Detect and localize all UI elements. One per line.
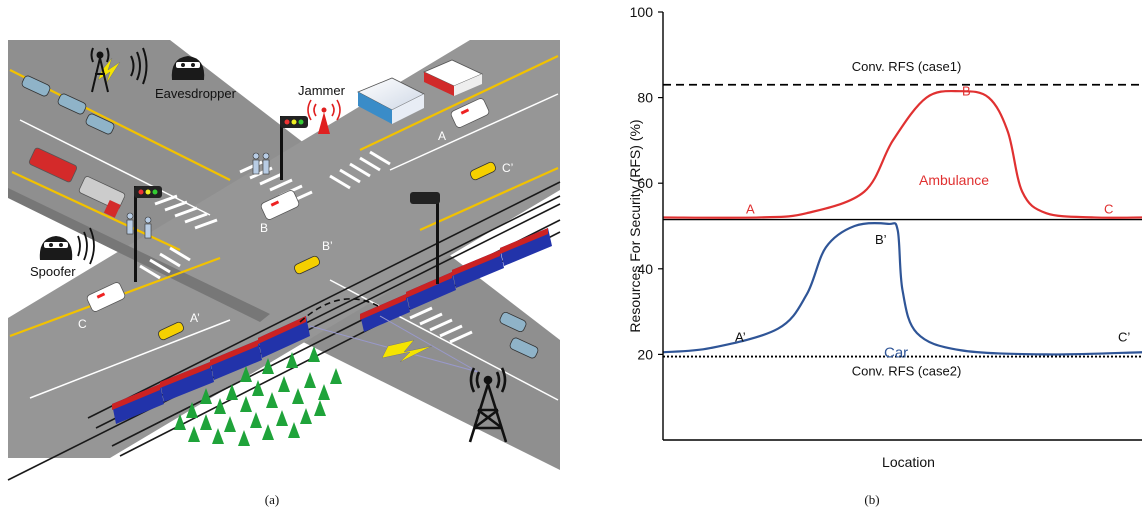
train-car <box>360 294 410 332</box>
building-icon <box>423 59 483 96</box>
wireless-links <box>97 57 479 373</box>
panel-b-chart: 20 40 60 80 100 Resources For Security (RFS)… <box>627 4 1143 507</box>
point-label-a-prime: A’ <box>190 311 200 325</box>
car-icon <box>57 93 87 115</box>
car-icon <box>21 75 51 97</box>
cell-tower-icon <box>90 47 148 93</box>
y-tick-label: 40 <box>637 261 653 277</box>
car-icon <box>470 161 496 181</box>
reference-label-case2: Conv. RFS (case2) <box>852 364 962 379</box>
fire-truck-icon <box>28 147 78 183</box>
y-tick-label: 60 <box>637 175 653 191</box>
point-label-c: C <box>78 317 87 331</box>
building-icon <box>357 77 425 124</box>
lane-line <box>11 171 181 251</box>
spoofer-icon <box>39 227 95 265</box>
train-car <box>160 362 214 402</box>
annotation-amb-b: B <box>962 84 971 99</box>
traffic-light-icon <box>134 186 162 282</box>
pedestrian-icon <box>126 152 270 239</box>
jammer-icon <box>307 99 341 134</box>
truck-icon <box>78 176 126 218</box>
train-car <box>406 272 456 310</box>
lane-line <box>419 166 559 232</box>
lane-white <box>19 119 211 216</box>
train-car <box>258 316 310 358</box>
car-icon <box>499 311 527 333</box>
point-label-a: A <box>438 129 446 143</box>
y-axis-label: Resources For Security (RFS) (%) <box>627 119 643 332</box>
car-icon <box>294 255 320 275</box>
train-car <box>210 340 262 380</box>
spoofer-label: Spoofer <box>30 264 76 279</box>
ambulance-icon <box>86 282 126 312</box>
x-axis-label: Location <box>882 454 935 470</box>
cell-tower-icon <box>468 367 508 443</box>
y-tick-label: 20 <box>637 346 653 362</box>
cars <box>21 75 539 359</box>
jammer-label: Jammer <box>298 83 346 98</box>
axes <box>658 11 1142 441</box>
series-label-car: Car <box>884 344 908 361</box>
y-tick-label: 100 <box>630 4 654 20</box>
eavesdropper-label: Eavesdropper <box>155 86 237 101</box>
lightning-icon <box>381 339 433 363</box>
car-icon <box>509 337 539 359</box>
traffic-light-icon <box>410 192 440 284</box>
lane-white <box>29 319 231 399</box>
train-car <box>452 250 504 288</box>
traffic-light-icon <box>280 116 308 180</box>
y-tick-labels: 20 40 60 80 100 <box>630 4 654 362</box>
y-tick-label: 80 <box>637 90 653 106</box>
dashed-arc <box>299 298 379 323</box>
ambulance-icon <box>450 98 490 128</box>
point-label-c-prime: C’ <box>502 161 513 175</box>
lane-white <box>389 93 559 171</box>
point-label-b: B <box>260 221 268 235</box>
lane-line <box>359 55 559 151</box>
reference-lines <box>663 83 1142 358</box>
train-car <box>112 384 164 424</box>
train-car <box>500 228 552 266</box>
point-label-b-prime: B’ <box>322 239 333 253</box>
car-icon <box>85 113 115 135</box>
panel-a-caption: (a) <box>265 492 279 507</box>
annotation-car-c: C’ <box>1118 330 1130 345</box>
annotation-car-b: B’ <box>875 232 887 247</box>
series-label-ambulance: Ambulance <box>919 172 989 188</box>
road-edge-shade <box>8 188 270 322</box>
annotation-car-a: A’ <box>735 330 746 345</box>
annotation-amb-a: A <box>746 201 755 216</box>
reference-label-case1: Conv. RFS (case1) <box>852 59 962 74</box>
panel-b-caption: (b) <box>864 492 879 507</box>
annotation-amb-c: C <box>1104 201 1113 216</box>
lightning-icon <box>97 57 121 85</box>
forest <box>174 346 342 446</box>
train <box>112 228 552 424</box>
car-icon <box>158 321 184 341</box>
panel-a-scene: Eavesdropper Jammer Spoofer A B C A’ B’ … <box>7 40 561 507</box>
series-line-ambulance <box>662 89 1143 219</box>
series-line-car <box>662 222 1143 356</box>
ambulance-icon <box>260 190 300 220</box>
eavesdropper-icon <box>171 56 205 80</box>
series-layer <box>662 89 1143 356</box>
